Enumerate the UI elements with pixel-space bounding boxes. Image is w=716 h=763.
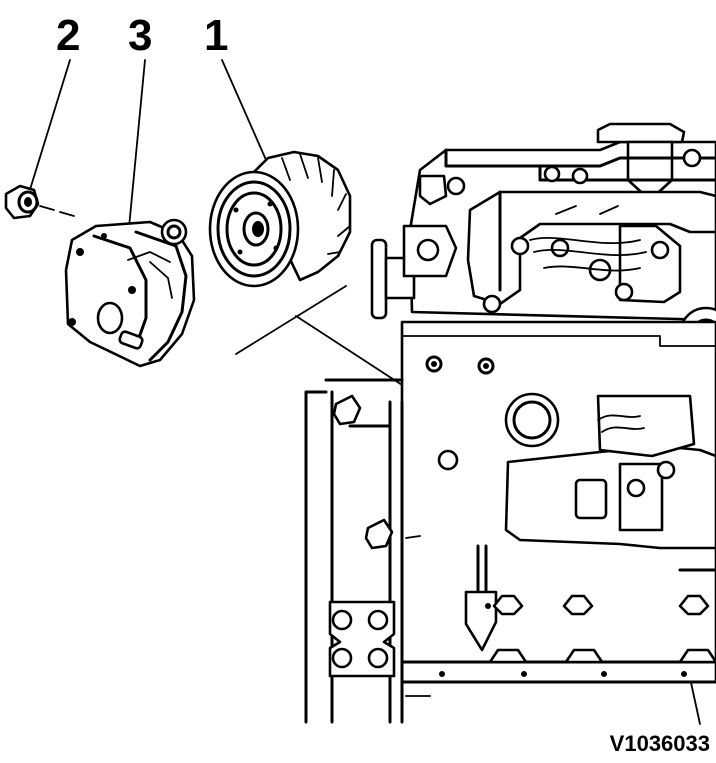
oil-filter-part bbox=[208, 150, 352, 288]
plug-part bbox=[4, 184, 75, 220]
leader-line-2 bbox=[27, 59, 71, 197]
callout-2: 2 bbox=[56, 11, 81, 60]
filter-axis-line bbox=[235, 285, 347, 355]
pump-housing-part bbox=[64, 218, 196, 368]
callout-3: 3 bbox=[128, 11, 153, 60]
callout-1: 1 bbox=[204, 11, 229, 60]
leader-line-1 bbox=[221, 59, 275, 179]
engine-block bbox=[304, 122, 716, 724]
engine-leader-line bbox=[689, 677, 701, 725]
drawing-id: V1036033 bbox=[609, 731, 710, 756]
leader-line-3 bbox=[127, 59, 146, 239]
